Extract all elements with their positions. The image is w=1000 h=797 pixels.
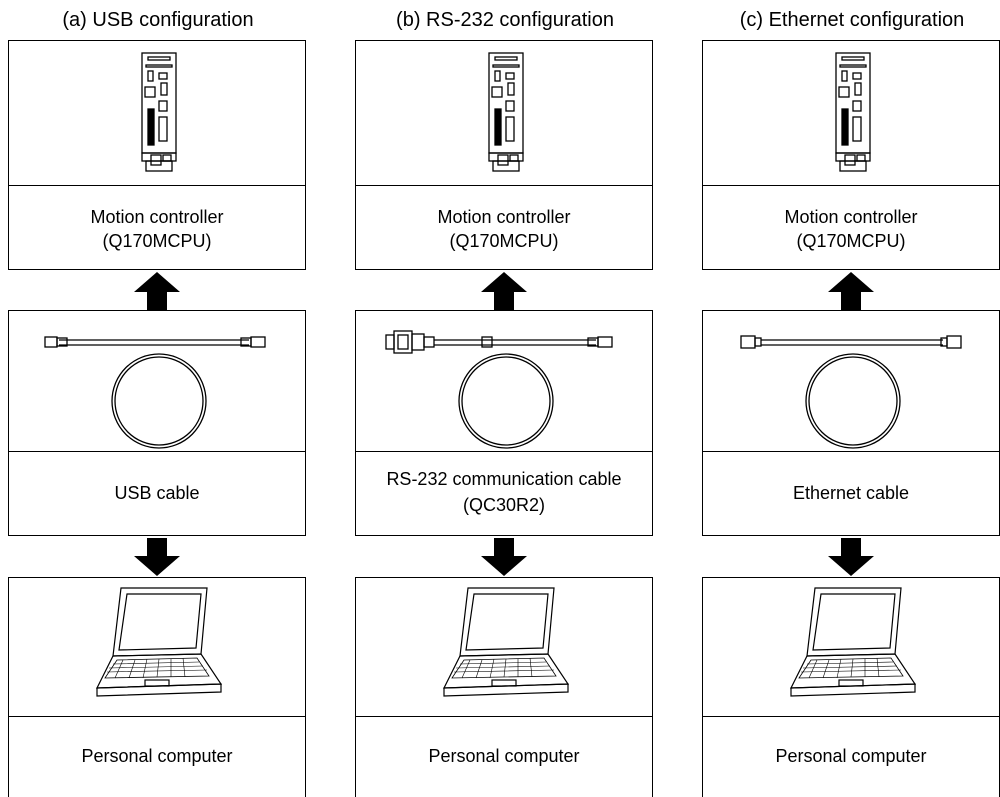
column-usb: (a) USB configuration Motion controll (8, 0, 308, 797)
column-title: (c) Ethernet configuration (739, 9, 965, 31)
laptop-icon (96, 587, 223, 697)
controller-box: Motion controller (Q170MCPU) (8, 40, 306, 270)
pc-label: Personal computer (775, 746, 927, 766)
motion-controller-icon (488, 52, 524, 172)
controller-label-line1: Motion controller (90, 207, 224, 227)
cable-box: RS-232 communication cable (QC30R2) (355, 310, 653, 536)
pc-label: Personal computer (81, 746, 233, 766)
controller-box: Motion controller (Q170MCPU) (355, 40, 653, 270)
controller-label-line2: (Q170MCPU) (102, 231, 212, 251)
arrow-down-icon (481, 538, 527, 576)
pc-label: Personal computer (428, 746, 580, 766)
column-title: (b) RS-232 configuration (396, 9, 614, 31)
cable-label-line1: RS-232 communication cable (386, 469, 622, 489)
column-rs232: (b) RS-232 configuration Motion contr (355, 0, 655, 797)
cable-label-line2: (QC30R2) (462, 495, 546, 515)
pc-box: Personal computer (702, 577, 1000, 797)
rs232-cable-icon (385, 330, 613, 449)
arrow-down-icon (828, 538, 874, 576)
pc-box: Personal computer (355, 577, 653, 797)
cable-box: USB cable (8, 310, 306, 536)
arrow-up-icon (828, 272, 874, 310)
ethernet-cable-icon (740, 335, 962, 449)
motion-controller-icon (141, 52, 177, 172)
cable-box: Ethernet cable (702, 310, 1000, 536)
laptop-icon (790, 587, 917, 697)
pc-box: Personal computer (8, 577, 306, 797)
usb-cable-icon (44, 336, 266, 449)
laptop-icon (443, 587, 570, 697)
controller-label-line1: Motion controller (437, 207, 571, 227)
controller-label-line2: (Q170MCPU) (796, 231, 906, 251)
column-title: (a) USB configuration (62, 9, 254, 31)
controller-box: Motion controller (Q170MCPU) (702, 40, 1000, 270)
motion-controller-icon (835, 52, 871, 172)
cable-label-line1: Ethernet cable (792, 483, 910, 503)
controller-label-line1: Motion controller (784, 207, 918, 227)
column-ethernet: (c) Ethernet configuration Motion con (702, 0, 1000, 797)
arrow-up-icon (134, 272, 180, 310)
arrow-down-icon (134, 538, 180, 576)
arrow-up-icon (481, 272, 527, 310)
controller-label-line2: (Q170MCPU) (449, 231, 559, 251)
cable-label-line1: USB cable (114, 483, 200, 503)
